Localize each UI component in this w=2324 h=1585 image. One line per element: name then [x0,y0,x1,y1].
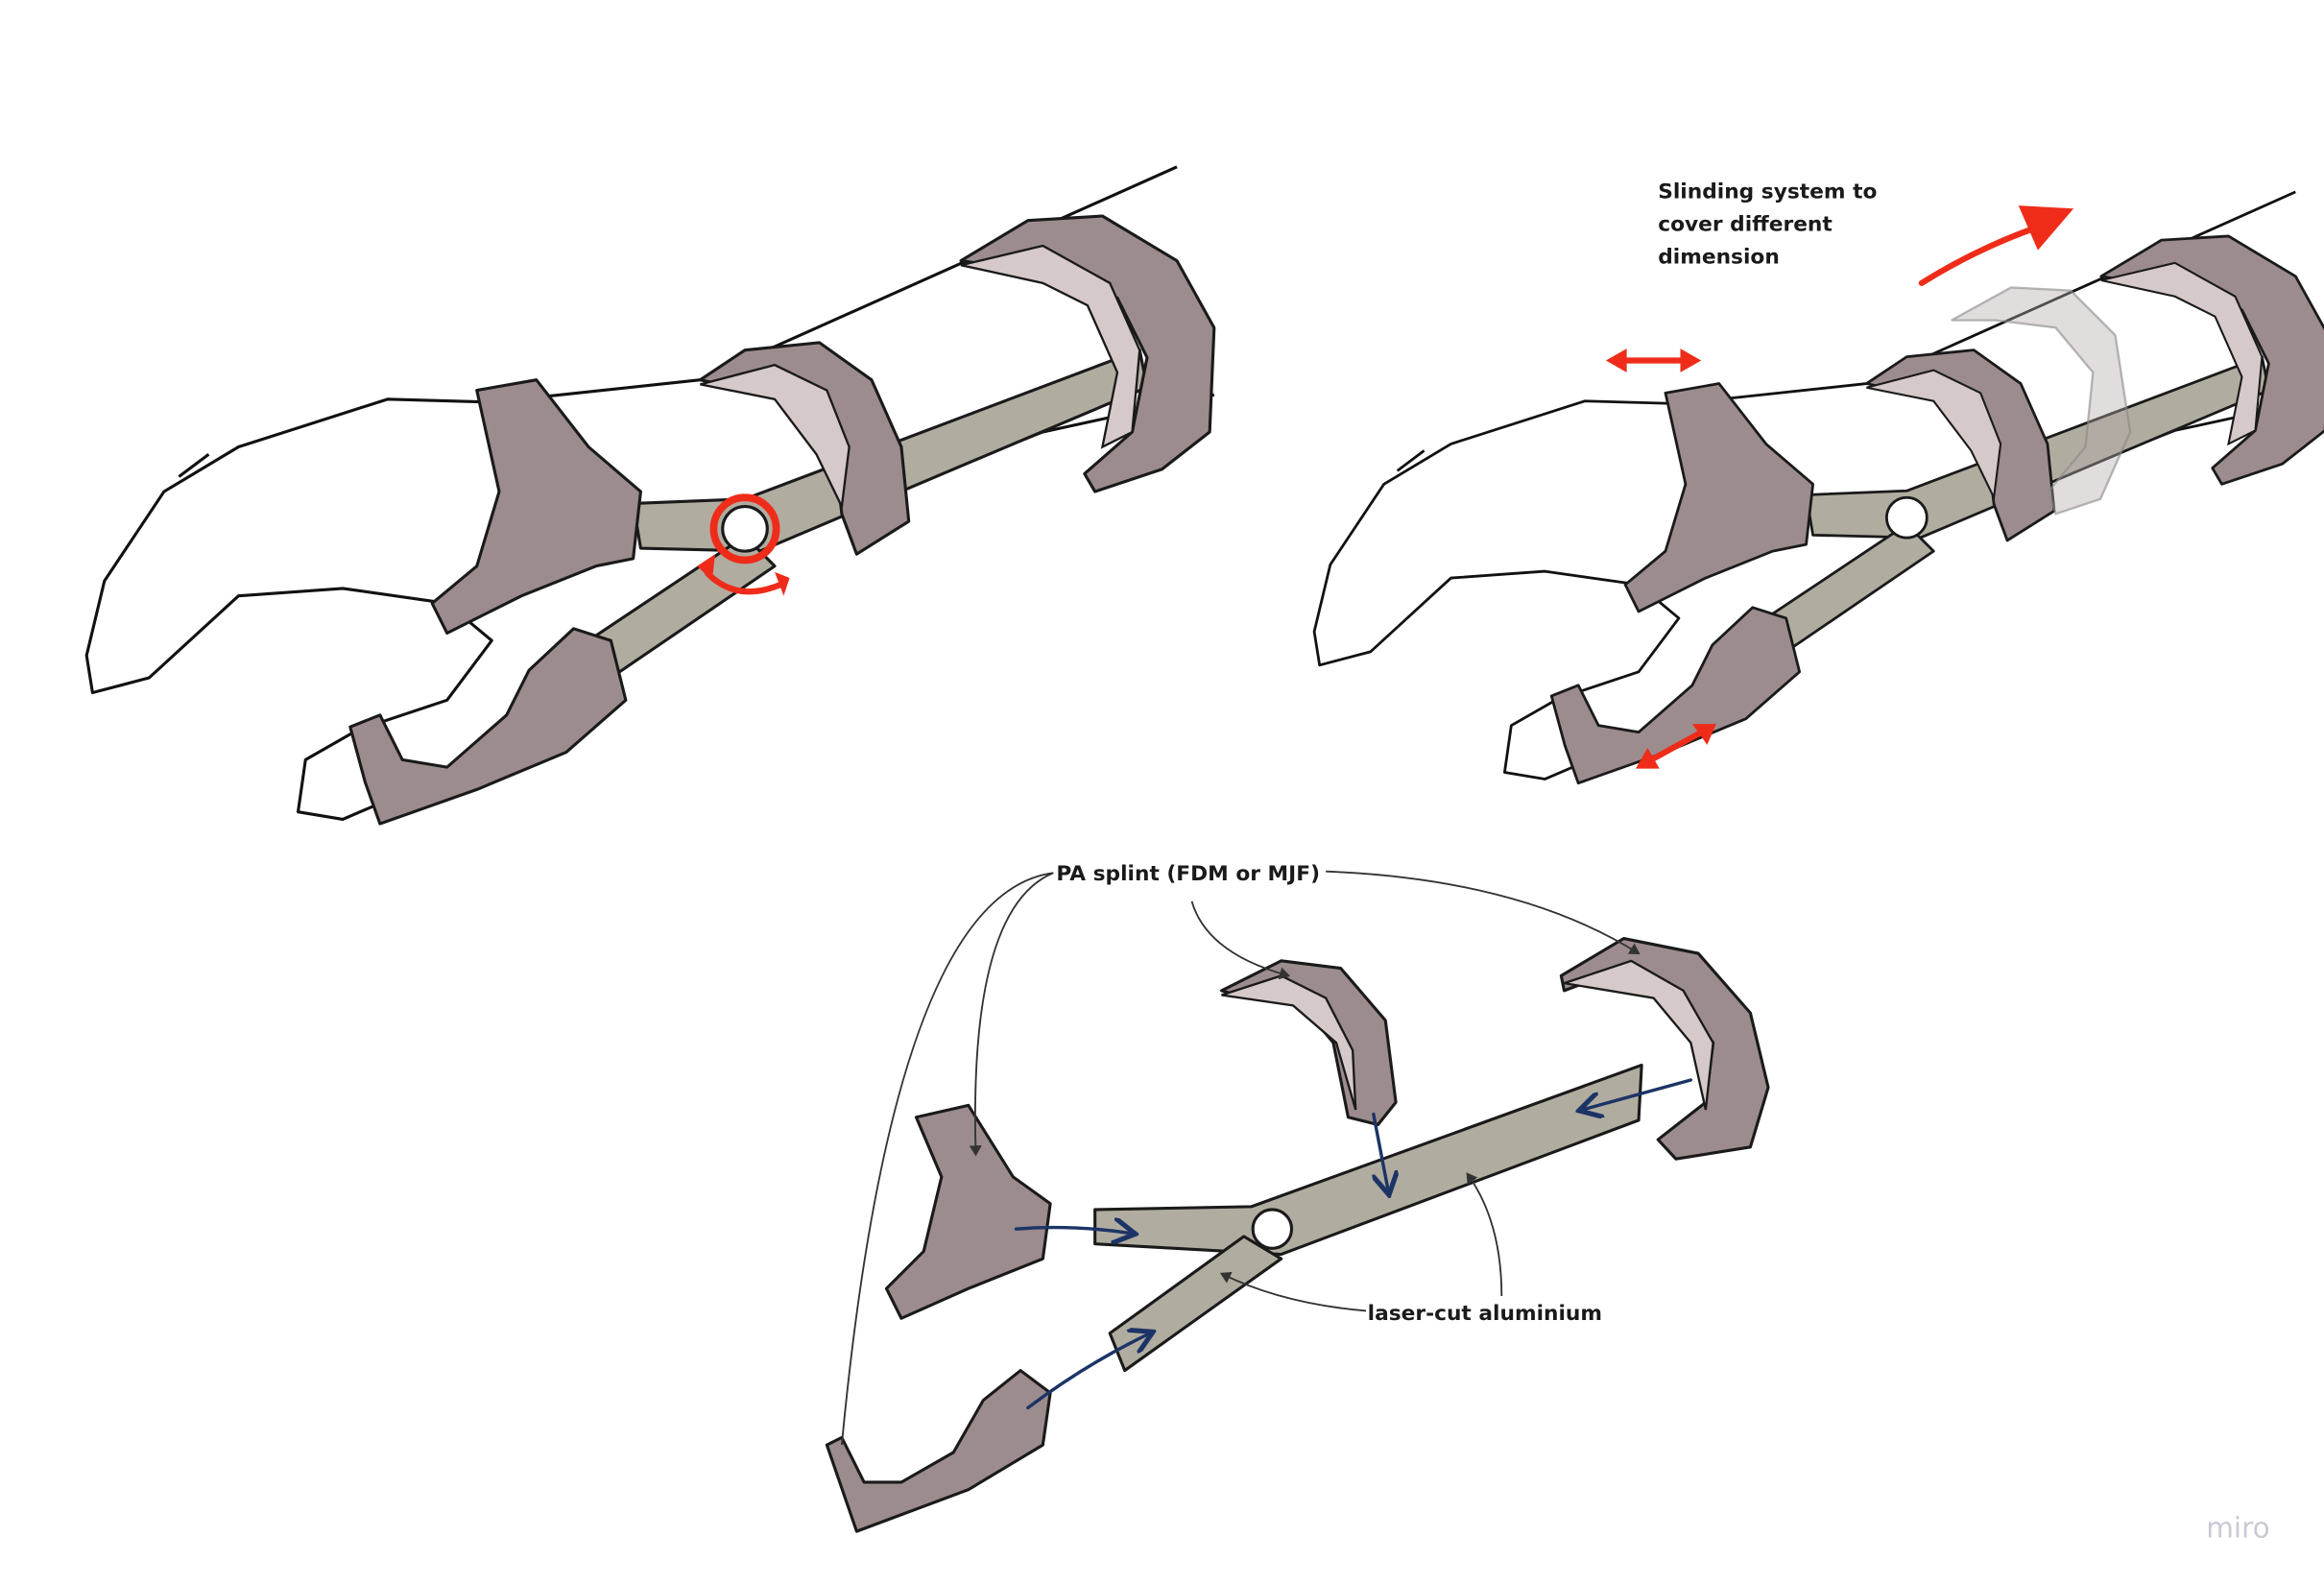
slide-arrow-icon [1918,220,2051,286]
sliding-label-line-3: dimension [1658,246,1780,270]
splint-hand-piece [884,1103,1052,1320]
sliding-system-sketch: Slinding system to cover different dimen… [1312,180,2324,785]
assembly-arrow-icon [1026,1333,1150,1410]
rotation-arrow-icon [705,570,785,595]
pa-splint-label: PA splint (FDM or MJF) [1056,862,1320,886]
pivot-hole [1251,1208,1294,1250]
laser-cut-label: laser-cut aluminium [1368,1302,1602,1326]
sliding-label-line-2: cover different [1658,213,1833,237]
splint-thumb-piece [825,1369,1052,1533]
pivot-highlight-ring [709,493,780,564]
adjust-arrow-thumb-icon [1642,727,1709,766]
assembly-arrow-icon [1014,1228,1132,1234]
assembly-arrow-icon [1582,1078,1693,1110]
assembly-arrow-icon [1374,1112,1389,1192]
assembled-splint-sketch [84,165,1216,826]
aluminium-long-bar [1093,1063,1643,1257]
sliding-label-line-1: Slinding system to [1658,180,1877,204]
aluminium-thumb-bar [1108,1235,1283,1373]
exploded-view-sketch: PA splint (FDM or MJF) laser-cut alumini… [825,862,1770,1533]
ghost-cuff [1951,286,2132,516]
splint-middle-cuff [1220,959,1398,1127]
miro-watermark: miro [2206,1511,2269,1544]
